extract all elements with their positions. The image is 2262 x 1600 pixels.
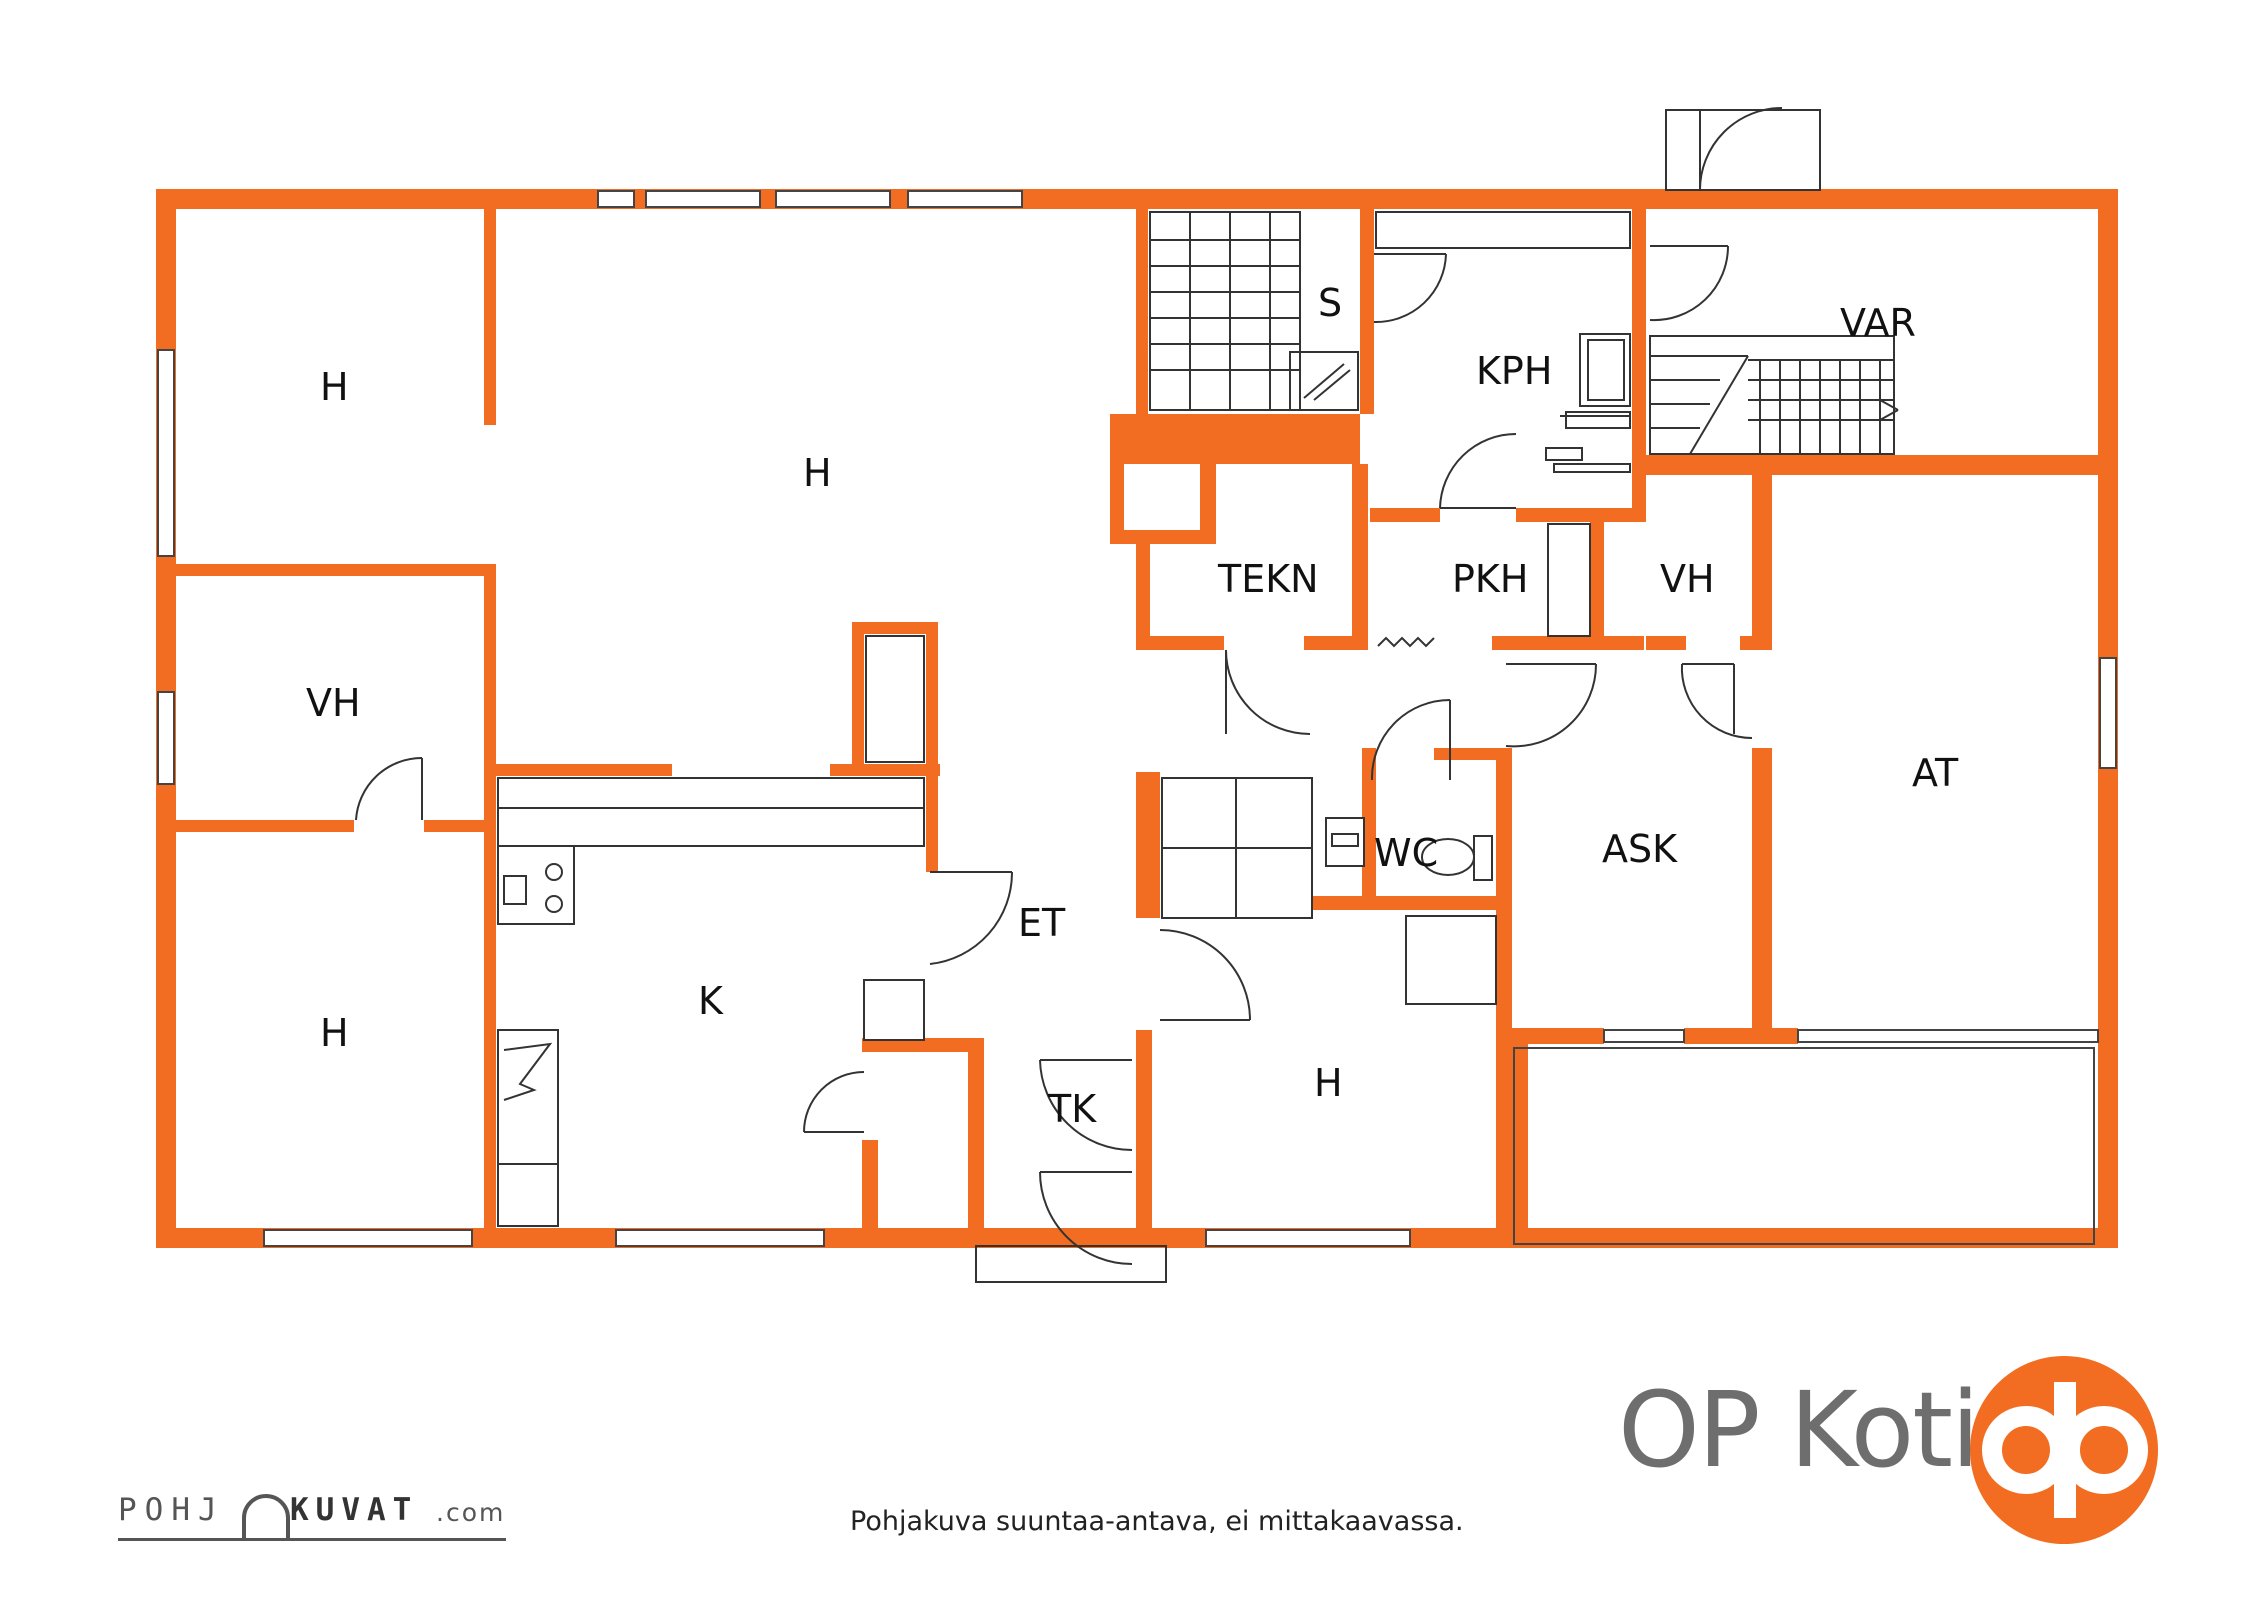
- room-labels: H H S KPH VAR TEKN PKH VH VH AT ET WC AS…: [306, 281, 1959, 1131]
- credit-part2: KUVAT: [290, 1492, 419, 1528]
- room-label: ET: [1018, 901, 1066, 945]
- hall-closet: [1161, 777, 1313, 919]
- room-label: H: [1314, 1061, 1343, 1105]
- room-label: H: [320, 1011, 349, 1055]
- room-label: PKH: [1452, 557, 1528, 601]
- room-label: VH: [306, 681, 361, 725]
- room-label: ASK: [1602, 827, 1678, 871]
- room-label: AT: [1912, 751, 1959, 795]
- doors: [355, 107, 1821, 1283]
- pohjakuvat-credit: POHJ KUVAT .com: [118, 1490, 508, 1550]
- brand-name: OP Koti: [1618, 1369, 1980, 1491]
- windows: [157, 190, 2117, 1247]
- kitchen-fridge-column: [865, 635, 925, 763]
- interior-walls: [176, 209, 2118, 1248]
- room-label: S: [1318, 281, 1342, 325]
- room-label: TEKN: [1217, 557, 1319, 601]
- credit-arch-icon: [242, 1494, 290, 1540]
- room-label: VH: [1660, 557, 1715, 601]
- room-label: TK: [1047, 1087, 1097, 1131]
- stairs-var: [1649, 335, 1899, 455]
- kitchen-counter: [497, 777, 925, 1227]
- credit-part1: POHJ: [118, 1492, 225, 1528]
- credit-underline: [118, 1538, 506, 1541]
- room-label: WC: [1374, 831, 1438, 875]
- room-label: VAR: [1840, 301, 1916, 345]
- room-label: H: [803, 451, 832, 495]
- stairs-sauna: [1149, 211, 1359, 411]
- room-label: H: [320, 365, 349, 409]
- room-label: KPH: [1476, 349, 1552, 393]
- op-logo-icon: [1970, 1356, 2158, 1544]
- room-label: K: [698, 979, 724, 1023]
- credit-part3: .com: [436, 1498, 506, 1527]
- garage-outline: [1513, 1047, 2095, 1245]
- disclaimer-note: Pohjakuva suuntaa-antava, ei mittakaavas…: [850, 1506, 1464, 1537]
- wc-fixtures: [1325, 817, 1497, 1005]
- pkh-closet: [1377, 523, 1591, 648]
